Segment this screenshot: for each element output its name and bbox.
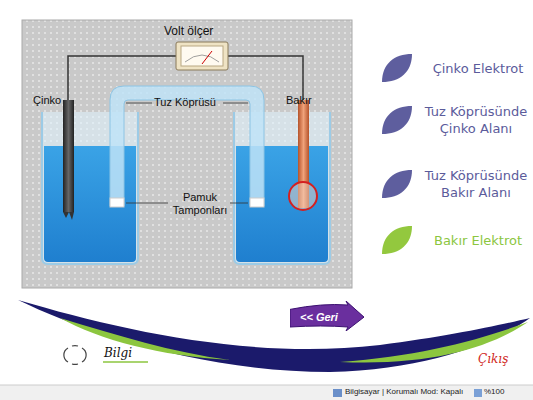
- leaf-icon: [380, 104, 414, 136]
- menu-label: Bakır Elektrot: [424, 232, 532, 249]
- voltmeter-label: Volt ölçer: [164, 24, 213, 38]
- leaf-icon: [380, 52, 414, 84]
- menu-label: Tuz Köprüsünde Bakır Alanı: [418, 167, 533, 201]
- back-button: << Geri: [290, 305, 354, 327]
- button-label: << Geri: [290, 308, 354, 326]
- exit-link: Çıkış: [478, 352, 508, 366]
- menu-label: Çinko Elektrot: [424, 60, 532, 77]
- electrode-label: Çinko: [33, 94, 61, 106]
- menu-button: Tuz Köprüsünde Bakır Alanı: [380, 168, 533, 202]
- menu-label: Tuz Köprüsünde Çinko Alanı: [418, 103, 533, 137]
- menu-button: Bakır Elektrot: [380, 224, 532, 256]
- electrode-label: Bakır: [286, 94, 312, 106]
- leaf-icon: [380, 168, 414, 200]
- status-text: Bilgisayar | Korumalı Mod: Kapalı: [345, 387, 463, 396]
- cotton-plug-label: Pamuk Tamponları: [170, 191, 230, 217]
- salt-bridge-label: Tuz Köprüsü: [154, 96, 216, 108]
- menu-button: Tuz Köprüsünde Çinko Alanı: [380, 104, 533, 138]
- leaf-icon: [380, 224, 414, 256]
- menu-button: Çinko Elektrot: [380, 52, 532, 84]
- info-link: Bilgi: [104, 346, 132, 360]
- zoom-level: %100: [484, 387, 504, 396]
